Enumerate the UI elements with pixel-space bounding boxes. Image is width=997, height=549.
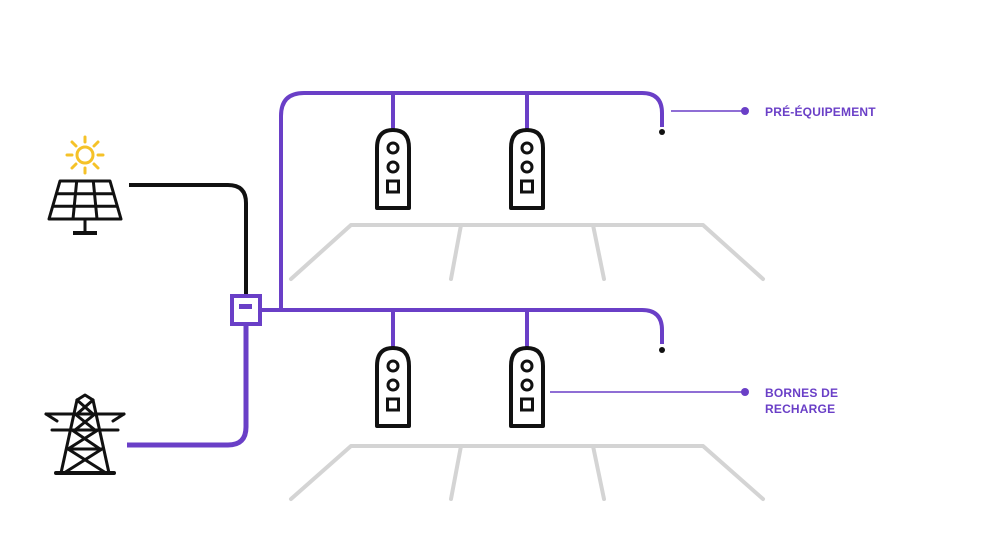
bornes-de-recharge-label: BORNES DE RECHARGE [765, 385, 875, 417]
charging-station-icon [375, 128, 411, 210]
pre-equipement-label: PRÉ-ÉQUIPEMENT [765, 104, 876, 120]
sun-icon [65, 135, 105, 175]
upper-distribution-bus [279, 91, 664, 310]
lower-bus-end-dot [659, 347, 665, 353]
charging-station-icon [375, 346, 411, 428]
bornes-line-1: BORNES DE [765, 386, 839, 400]
callout-bornes [550, 388, 749, 396]
parking-lot-lower [289, 444, 765, 501]
electric-meter-icon [230, 294, 262, 326]
electricity-pylon-icon [44, 393, 126, 475]
solar-feed-line [129, 183, 248, 296]
lower-distribution-bus [260, 308, 664, 344]
bornes-line-2: RECHARGE [765, 402, 836, 416]
charging-station-icon [509, 346, 545, 428]
grid-feed-line [127, 325, 249, 448]
solar-panel-icon [47, 179, 123, 235]
pre-equipement-text: PRÉ-ÉQUIPEMENT [765, 105, 876, 119]
charging-station-icon [509, 128, 545, 210]
callout-pre-equipement [671, 107, 749, 115]
parking-lot-upper [289, 223, 765, 281]
upper-bus-end-dot [659, 129, 665, 135]
